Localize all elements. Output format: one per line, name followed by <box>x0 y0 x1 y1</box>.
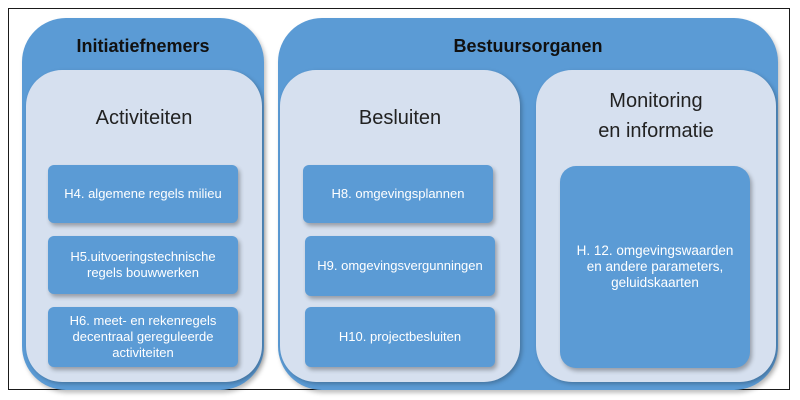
bestuursorganen-group: Bestuursorganen Besluiten H8. omgevingsp… <box>278 18 778 390</box>
initiatiefnemers-group: Initiatiefnemers Activiteiten H4. algeme… <box>22 18 264 390</box>
monitoring-panel: Monitoring en informatie H. 12. omgeving… <box>536 70 776 382</box>
activiteiten-panel: Activiteiten H4. algemene regels milieu … <box>26 70 262 382</box>
h4-box: H4. algemene regels milieu <box>48 165 238 223</box>
h12-box: H. 12. omgevingswaarden en andere parame… <box>560 166 750 368</box>
monitoring-title-line1: Monitoring <box>609 90 703 112</box>
activiteiten-title: Activiteiten <box>95 107 193 129</box>
h8-box: H8. omgevingsplannen <box>303 165 493 223</box>
besluiten-title: Besluiten <box>358 107 442 129</box>
h10-box: H10. projectbesluiten <box>305 307 495 367</box>
h6-box: H6. meet- en rekenregels decentraal gere… <box>48 307 238 367</box>
h5-box: H5.uitvoeringstechnische regels bouwwerk… <box>48 236 238 294</box>
bestuursorganen-title: Bestuursorganen <box>453 36 603 56</box>
initiatiefnemers-title: Initiatiefnemers <box>76 36 210 56</box>
monitoring-title-line2: en informatie <box>598 120 714 142</box>
besluiten-panel: Besluiten H8. omgevingsplannen H9. omgev… <box>280 70 520 382</box>
h9-box: H9. omgevingsvergunningen <box>305 236 495 296</box>
